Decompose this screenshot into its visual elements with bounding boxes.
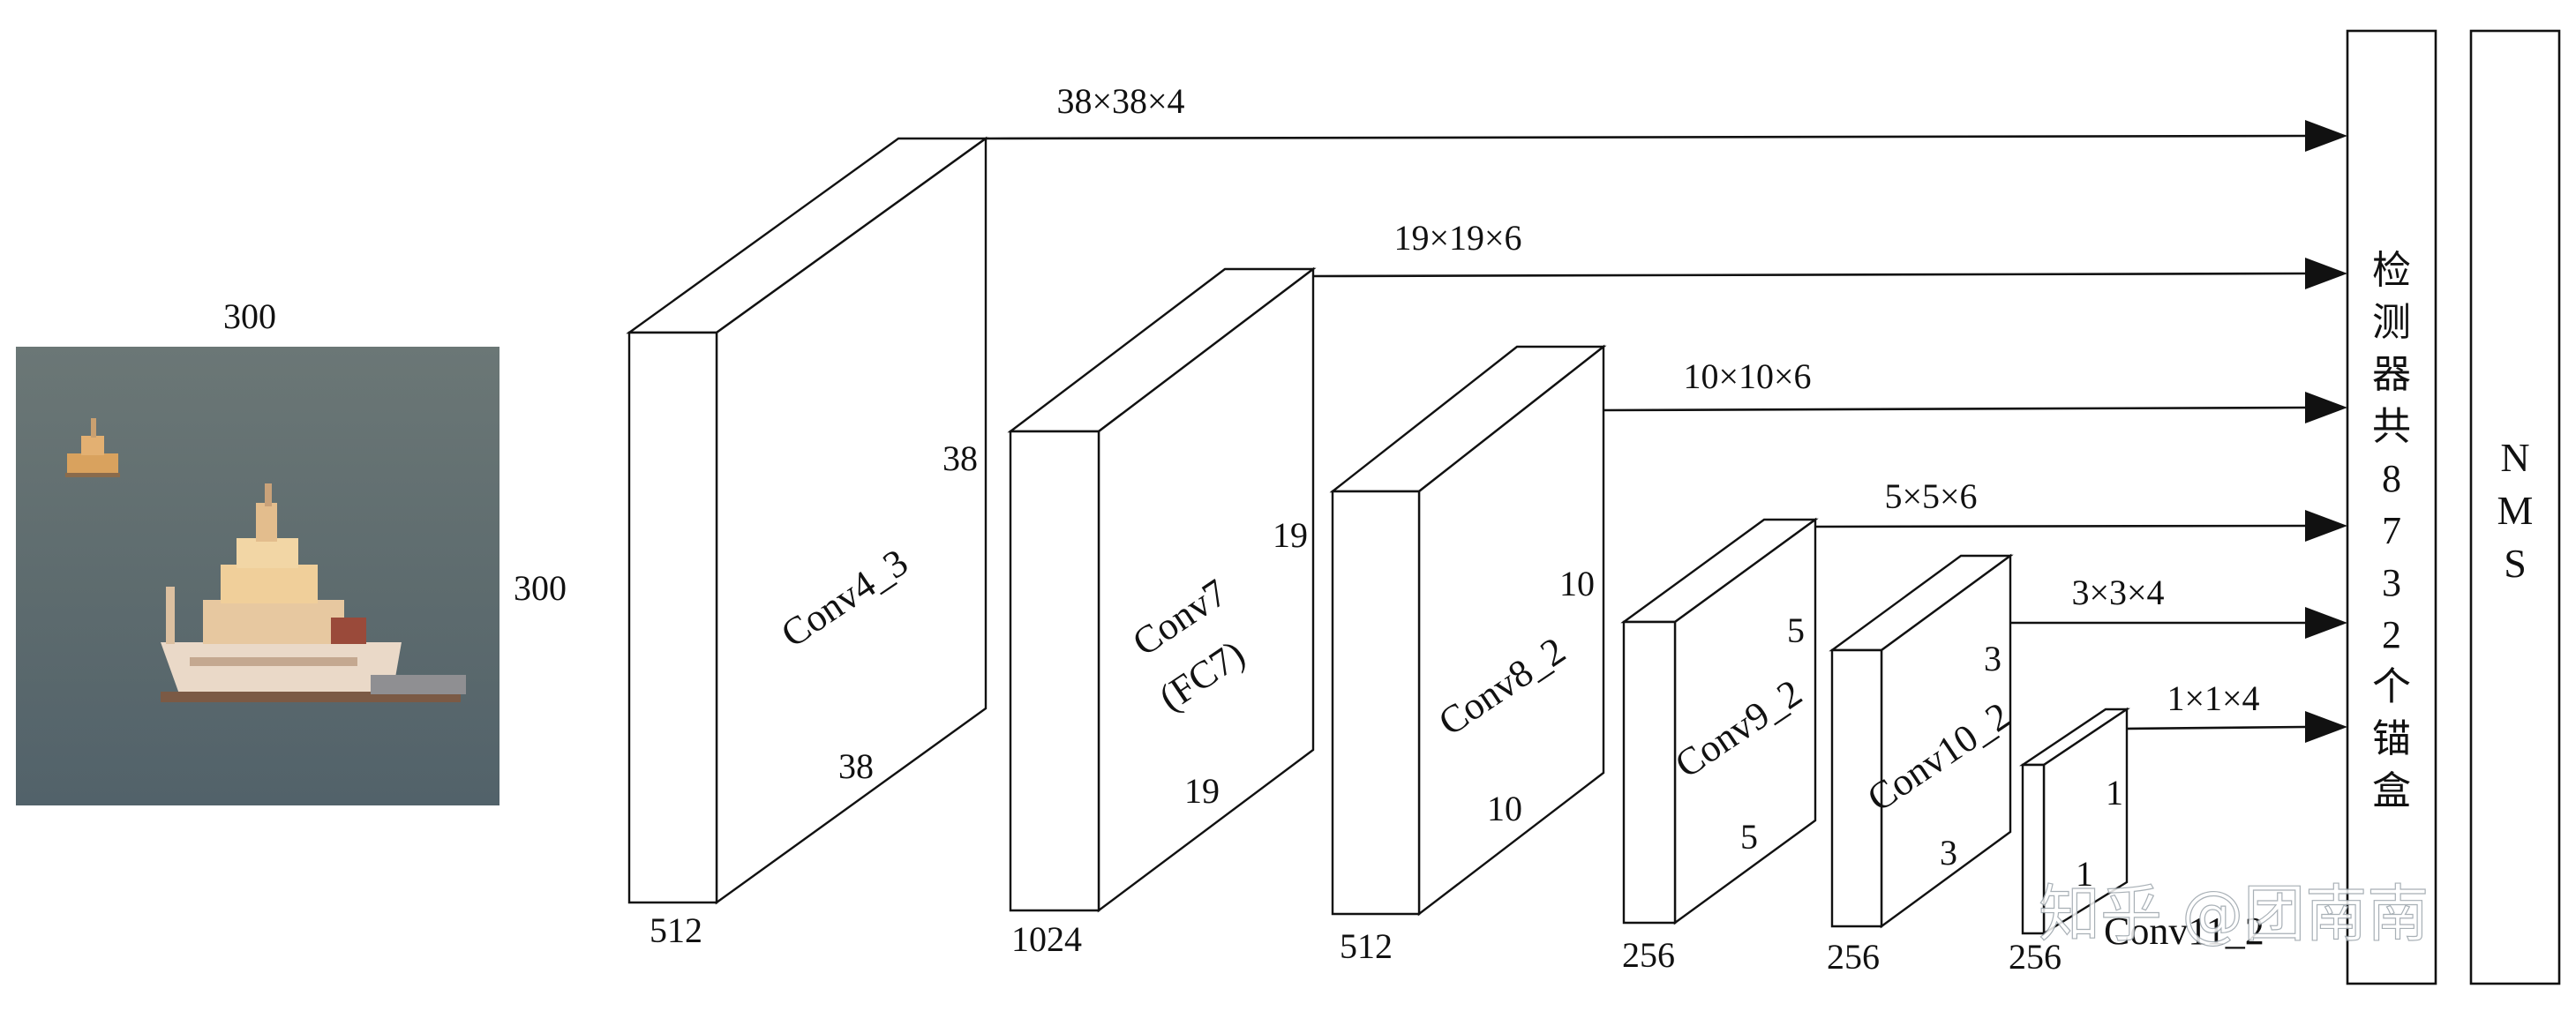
arrow-conv4_3-label: 38×38×4 — [1056, 81, 1184, 121]
input-height-label: 300 — [514, 568, 567, 608]
nms-char-0: N — [2500, 435, 2529, 480]
conv4_3-side-label: 38 — [943, 438, 978, 478]
block-conv7: Conv7 (FC7) 19 19 1024 — [1010, 269, 1313, 959]
conv9_2-depth-label: 256 — [1622, 935, 1675, 975]
conv9_2-side-label: 5 — [1787, 610, 1805, 650]
detector-char-3: 共 — [2372, 404, 2411, 449]
detector-char-2: 器 — [2372, 352, 2411, 397]
block-conv4_3: Conv4_3 38 38 512 — [629, 139, 986, 950]
conv8_2-side-label: 10 — [1559, 564, 1595, 603]
block-conv9_2: Conv9_2 5 5 256 — [1622, 520, 1815, 975]
detector-char-8: 个 — [2372, 664, 2411, 709]
conv10_2-depth-label: 256 — [1827, 937, 1880, 977]
conv8_2-bottom-label: 10 — [1487, 789, 1522, 828]
arrow-conv8_2-label: 10×10×6 — [1683, 356, 1811, 396]
nms-char-1: M — [2497, 488, 2534, 533]
detector-char-0: 检 — [2372, 248, 2411, 293]
conv4_3-depth-label: 512 — [650, 910, 702, 950]
conv7-side-label: 19 — [1273, 515, 1308, 555]
conv7-bottom-label: 19 — [1184, 771, 1220, 811]
detector-char-5: 7 — [2382, 509, 2401, 552]
detector-box: 检 测 器 共 8 7 3 2 个 锚 盒 — [2347, 31, 2436, 984]
block-conv8_2: Conv8_2 10 10 512 — [1333, 347, 1603, 966]
block-conv10_2: Conv10_2 3 3 256 — [1827, 556, 2018, 977]
arrow-conv4_3: 38×38×4 — [986, 81, 2347, 152]
arrow-conv11_2-label: 1×1×4 — [2167, 678, 2259, 718]
input-image: 300 300 — [16, 296, 567, 805]
detector-char-10: 盒 — [2372, 768, 2411, 813]
conv8_2-depth-label: 512 — [1340, 926, 1393, 966]
conv4_3-bottom-label: 38 — [838, 746, 874, 786]
conv10_2-side-label: 3 — [1984, 639, 2001, 678]
nms-char-2: S — [2504, 541, 2527, 586]
arrow-conv10_2-label: 3×3×4 — [2071, 573, 2164, 612]
detector-char-9: 锚 — [2372, 716, 2411, 761]
conv9_2-bottom-label: 5 — [1740, 817, 1758, 857]
arrow-conv9_2: 5×5×6 — [1815, 476, 2347, 542]
arrow-conv8_2: 10×10×6 — [1603, 356, 2347, 423]
detector-box-frame — [2347, 31, 2436, 984]
conv7-depth-label: 1024 — [1011, 919, 1082, 959]
conv10_2-bottom-label: 3 — [1940, 833, 1957, 872]
nms-box: N M S — [2471, 31, 2559, 984]
arrow-conv9_2-label: 5×5×6 — [1884, 476, 1977, 516]
conv11_2-side-label: 1 — [2106, 773, 2123, 813]
arrow-conv7-label: 19×19×6 — [1393, 218, 1521, 258]
input-width-label: 300 — [223, 296, 276, 336]
watermark: 知乎 @团南南 — [2039, 878, 2429, 950]
detector-char-6: 3 — [2382, 561, 2401, 604]
detector-char-7: 2 — [2382, 613, 2401, 656]
arrow-conv7: 19×19×6 — [1313, 218, 2347, 289]
arrow-conv10_2: 3×3×4 — [2010, 573, 2347, 639]
detector-char-1: 测 — [2372, 300, 2411, 345]
arrow-conv11_2: 1×1×4 — [2127, 678, 2347, 743]
detector-char-4: 8 — [2382, 457, 2401, 500]
